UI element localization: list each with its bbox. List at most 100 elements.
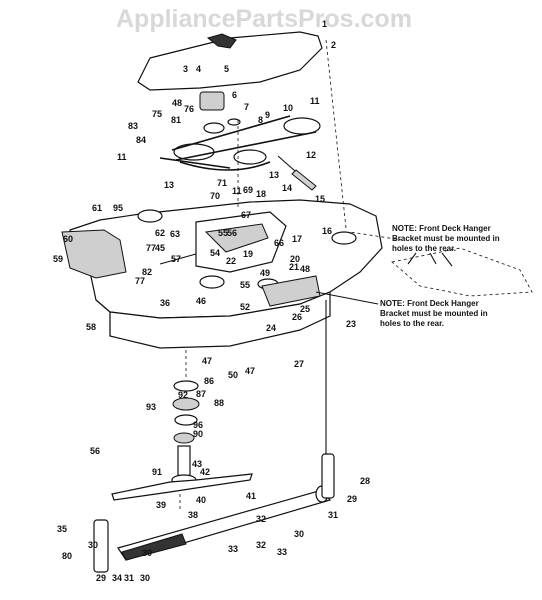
part-number-label: 60 — [63, 234, 73, 244]
part-number-label: 55 — [240, 280, 250, 290]
part-number-label: 24 — [266, 323, 276, 333]
rear-deck-outline — [391, 247, 533, 297]
svg-text:NOTE: Front Deck Hanger: NOTE: Front Deck Hanger — [392, 224, 491, 233]
part-number-label: 70 — [210, 191, 220, 201]
part-number-label: 22 — [226, 256, 236, 266]
svg-text:Bracket must be mounted in: Bracket must be mounted in — [380, 309, 488, 318]
part-number-label: 86 — [204, 376, 214, 386]
part-number-label: 48 — [172, 98, 182, 108]
part-number-label: 14 — [282, 183, 292, 193]
part-number-label: 45 — [155, 243, 165, 253]
part-number-label: 83 — [128, 121, 138, 131]
part-number-label: 50 — [228, 370, 238, 380]
part-number-label: 69 — [243, 185, 253, 195]
part-number-label: 18 — [256, 189, 266, 199]
part-number-label: 63 — [170, 229, 180, 239]
part-number-label: 38 — [188, 510, 198, 520]
part-number-label: 13 — [269, 170, 279, 180]
part-number-label: 77 — [146, 243, 156, 253]
part-number-label: 6 — [232, 90, 237, 100]
part-number-label: 33 — [277, 547, 287, 557]
part-number-label: 87 — [196, 389, 206, 399]
mower-deck — [61, 199, 383, 349]
part-number-label: 36 — [160, 298, 170, 308]
part-number-label: 43 — [192, 459, 202, 469]
part-number-label: 26 — [292, 312, 302, 322]
part-number-label: 58 — [86, 322, 96, 332]
assembly-lines — [179, 39, 403, 512]
part-number-label: 9 — [265, 110, 270, 120]
part-number-label: 90 — [193, 429, 203, 439]
part-number-label: 55 — [218, 228, 228, 238]
part-number-label: 7 — [244, 102, 249, 112]
part-number-label: 5 — [224, 64, 229, 74]
part-number-label: 35 — [57, 524, 67, 534]
part-number-label: 42 — [200, 467, 210, 477]
part-number-label: 34 — [112, 573, 122, 583]
part-number-label: 13 — [164, 180, 174, 190]
part-number-label: 33 — [228, 544, 238, 554]
part-number-label: 75 — [152, 109, 162, 119]
note-front-deck-hanger-upper: NOTE: Front Deck Hanger Bracket must be … — [392, 224, 500, 267]
part-number-label: 56 — [90, 446, 100, 456]
part-number-label: 12 — [306, 150, 316, 160]
part-number-label: 91 — [152, 467, 162, 477]
part-number-label: 21 — [289, 262, 299, 272]
part-number-label: 31 — [328, 510, 338, 520]
part-number-label: 11 — [117, 152, 127, 162]
part-number-label: 46 — [196, 296, 206, 306]
part-number-label: 30 — [142, 548, 152, 558]
part-number-label: 11 — [310, 96, 320, 106]
part-number-label: 3 — [183, 64, 188, 74]
part-number-label: 76 — [184, 104, 194, 114]
part-number-label: 92 — [178, 390, 188, 400]
part-number-label: 11 — [232, 186, 242, 196]
part-number-label: 2 — [331, 40, 336, 50]
part-number-label: 59 — [53, 254, 63, 264]
part-number-label: 40 — [196, 495, 206, 505]
svg-text:NOTE: Front Deck Hanger: NOTE: Front Deck Hanger — [380, 299, 479, 308]
watermark: AppliancePartsPros.com — [116, 5, 412, 33]
part-number-label: 47 — [245, 366, 255, 376]
part-number-label: 15 — [315, 194, 325, 204]
part-number-label: 4 — [196, 64, 201, 74]
belt-cover — [137, 31, 323, 91]
part-number-label: 47 — [202, 356, 212, 366]
svg-text:holes to the rear.: holes to the rear. — [392, 244, 456, 253]
part-number-label: 52 — [240, 302, 250, 312]
note-front-deck-hanger-lower: NOTE: Front Deck Hanger Bracket must be … — [315, 291, 488, 328]
part-number-label: 27 — [294, 359, 304, 369]
part-number-label: 32 — [256, 540, 266, 550]
part-number-label: 39 — [156, 500, 166, 510]
part-number-label: 81 — [171, 115, 181, 125]
part-number-label: 1 — [322, 19, 327, 29]
part-number-label: 16 — [322, 226, 332, 236]
part-number-label: 80 — [62, 551, 72, 561]
part-number-label: 41 — [246, 491, 256, 501]
part-number-label: 17 — [292, 234, 302, 244]
part-number-label: 32 — [256, 514, 266, 524]
part-number-label: 20 — [290, 254, 300, 264]
part-number-label: 54 — [210, 248, 220, 258]
part-number-label: 48 — [300, 264, 310, 274]
part-number-label: 57 — [171, 254, 181, 264]
part-number-label: 61 — [92, 203, 102, 213]
belt-and-pulleys — [159, 91, 321, 191]
part-number-label: 10 — [283, 103, 293, 113]
part-number-label: 30 — [88, 540, 98, 550]
part-number-label: 49 — [260, 268, 270, 278]
part-number-label: 66 — [274, 238, 284, 248]
mower-blade — [111, 473, 253, 501]
part-number-label: 93 — [146, 402, 156, 412]
part-number-label: 19 — [243, 249, 253, 259]
part-number-label: 95 — [113, 203, 123, 213]
svg-text:Bracket must be mounted in: Bracket must be mounted in — [392, 234, 500, 243]
part-number-label: 71 — [217, 178, 227, 188]
part-number-label: 31 — [124, 573, 134, 583]
svg-text:holes to the rear.: holes to the rear. — [380, 319, 444, 328]
part-number-label: 84 — [136, 135, 146, 145]
part-number-label: 29 — [96, 573, 106, 583]
